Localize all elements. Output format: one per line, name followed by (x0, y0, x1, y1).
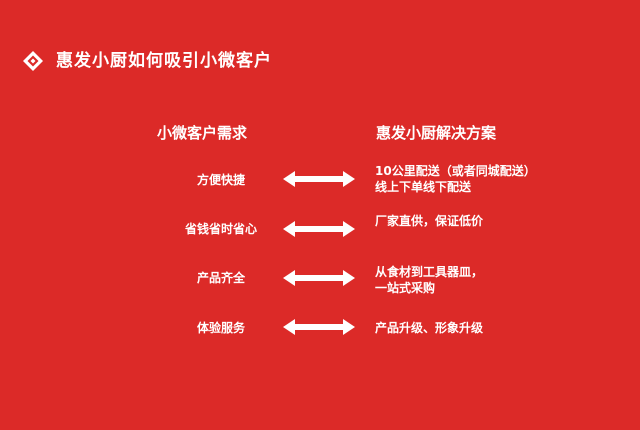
double-arrow-icon (283, 221, 355, 237)
solution-item: 从食材到工具器皿， 一站式采购 (375, 264, 483, 296)
needs-column-heading: 小微客户需求 (157, 124, 248, 142)
double-arrow-icon (283, 270, 355, 286)
solution-line: 从食材到工具器皿， (375, 265, 484, 279)
need-label: 方便快捷 (196, 173, 245, 187)
double-arrow-icon (283, 171, 355, 187)
need-label: 省钱省时省心 (184, 222, 257, 236)
diamond-logo-icon (23, 51, 43, 71)
solutions-column-heading: 惠发小厨解决方案 (376, 124, 497, 142)
solution-item: 厂家直供，保证低价 (375, 213, 483, 229)
need-label: 产品齐全 (196, 271, 245, 285)
solution-item: 10公里配送（或者同城配送） 线上下单线下配送 (375, 163, 536, 195)
solution-line: 线上下单线下配送 (375, 180, 472, 194)
solution-line: 一站式采购 (375, 281, 436, 295)
page-title: 惠发小厨如何吸引小微客户 (56, 51, 272, 71)
solution-item: 产品升级、形象升级 (375, 320, 483, 336)
solution-line: 厂家直供，保证低价 (375, 214, 484, 228)
solution-line: 产品升级、形象升级 (375, 321, 484, 335)
solution-line: 10公里配送（或者同城配送） (375, 164, 536, 178)
need-label: 体验服务 (196, 321, 245, 335)
double-arrow-icon (283, 319, 355, 335)
